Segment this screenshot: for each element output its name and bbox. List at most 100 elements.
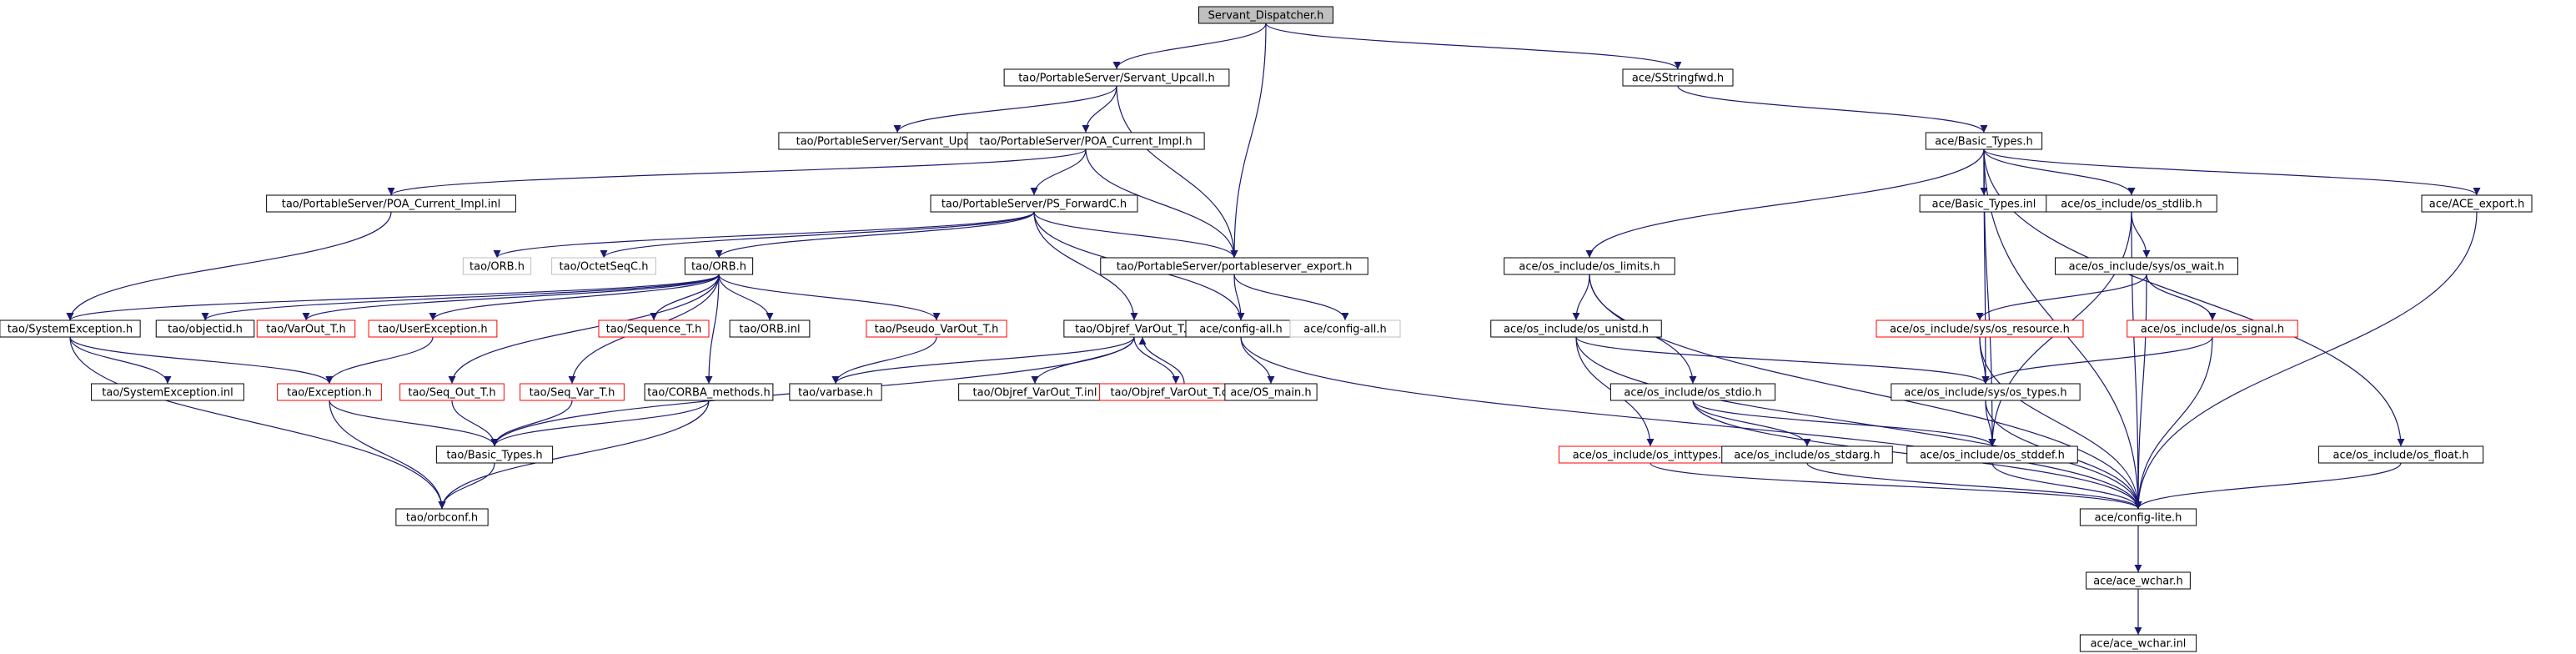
node-os-stddef[interactable]: ace/os_include/os_stddef.h — [1906, 445, 2078, 464]
node-os-sys-resource[interactable]: ace/os_include/sys/os_resource.h — [1876, 319, 2084, 338]
node-box — [266, 194, 516, 213]
include-edge — [600, 211, 1035, 259]
node-ace-wchar-h[interactable]: ace/ace_wchar.h — [2086, 571, 2191, 590]
node-box — [1289, 319, 1401, 338]
node-poa-current-impl-inl[interactable]: tao/PortableServer/POA_Current_Impl.inl — [266, 194, 516, 213]
node-label: ace/ace_wchar.h — [2093, 576, 2183, 588]
include-edge — [1981, 336, 2213, 385]
node-label: ace/config-all.h — [1199, 324, 1283, 336]
node-box — [866, 319, 1007, 338]
node-box — [551, 257, 656, 275]
include-edge — [1240, 336, 1275, 385]
node-os-signal[interactable]: ace/os_include/os_signal.h — [2127, 319, 2298, 338]
node-os-sys-types[interactable]: ace/os_include/sys/os_types.h — [1891, 383, 2081, 401]
node-tao-orb-h[interactable]: tao/ORB.h — [684, 257, 754, 275]
node-box — [1891, 383, 2081, 401]
node-box — [0, 319, 141, 338]
node-box — [1490, 319, 1662, 338]
node-servant-upcall-inl[interactable]: tao/PortableServer/Servant_Upcall.inl — [778, 132, 1017, 150]
include-edge — [1265, 23, 1682, 70]
node-os-sys-wait[interactable]: ace/os_include/sys/os_wait.h — [2055, 257, 2238, 275]
include-edge — [429, 274, 720, 321]
node-pseudo-varout[interactable]: tao/Pseudo_VarOut_T.h — [866, 319, 1007, 338]
node-varbase[interactable]: tao/varbase.h — [789, 383, 882, 401]
node-systemexception-h[interactable]: tao/SystemException.h — [0, 319, 141, 338]
node-label: tao/Objref_VarOut_T.h — [1075, 324, 1193, 336]
node-objref-varout-inl[interactable]: tao/Objref_VarOut_T.inl — [958, 383, 1112, 401]
node-box — [1906, 445, 2078, 464]
include-edge — [2134, 274, 2147, 510]
node-box — [91, 383, 244, 401]
node-ace-basic-types-inl[interactable]: ace/Basic_Types.inl — [1919, 194, 2049, 213]
node-label: tao/Seq_Out_T.h — [408, 387, 495, 400]
node-userexception[interactable]: tao/UserException.h — [368, 319, 498, 338]
node-os-inttypes[interactable]: ace/os_include/os_inttypes.h — [1559, 445, 1742, 464]
node-label: tao/Pseudo_VarOut_T.h — [875, 324, 999, 336]
node-label: tao/PortableServer/POA_Current_Impl.inl — [282, 199, 501, 211]
node-os-stdio[interactable]: ace/os_include/os_stdio.h — [1609, 383, 1776, 401]
node-label: ace/Basic_Types.h — [1935, 136, 2032, 148]
node-systemexception-inl[interactable]: tao/SystemException.inl — [91, 383, 244, 401]
node-config-lite[interactable]: ace/config-lite.h — [2079, 508, 2197, 526]
node-ace-wchar-inl[interactable]: ace/ace_wchar.inl — [2079, 634, 2197, 652]
node-exception-h[interactable]: tao/Exception.h — [277, 383, 382, 401]
include-edge — [1085, 148, 1238, 259]
include-edge — [1806, 462, 2142, 510]
include-edge — [448, 274, 720, 385]
node-label: ace/Basic_Types.inl — [1932, 199, 2036, 211]
node-objectid[interactable]: tao/objectid.h — [155, 319, 255, 338]
node-box — [1622, 68, 1734, 87]
node-servant-upcall-h[interactable]: tao/PortableServer/Servant_Upcall.h — [1003, 68, 1230, 87]
include-edge — [2134, 462, 2402, 510]
include-edge — [831, 336, 937, 385]
include-edge — [69, 336, 334, 385]
node-sstringfwd[interactable]: ace/SStringfwd.h — [1622, 68, 1734, 87]
include-edge — [2131, 211, 2151, 259]
node-os-unistd[interactable]: ace/os_include/os_unistd.h — [1490, 319, 1662, 338]
node-servant-dispatcher[interactable]: Servant_Dispatcher.h — [1198, 6, 1333, 24]
node-ps-forwardc[interactable]: tao/PortableServer/PS_ForwardC.h — [930, 194, 1138, 213]
node-corba-methods[interactable]: tao/CORBA_methods.h — [644, 383, 774, 401]
node-seq-var-t[interactable]: tao/Seq_Var_T.h — [520, 383, 625, 401]
node-portableserver-export[interactable]: tao/PortableServer/portableserver_export… — [1100, 257, 1368, 275]
node-box — [729, 319, 811, 338]
node-orbconf[interactable]: tao/orbconf.h — [395, 508, 489, 526]
include-edge — [1983, 148, 2481, 196]
node-os-stdlib[interactable]: ace/os_include/os_stdlib.h — [2046, 194, 2217, 213]
node-os-limits[interactable]: ace/os_include/os_limits.h — [1504, 257, 1675, 275]
include-edge — [302, 274, 720, 321]
include-edge — [1692, 400, 1811, 447]
include-edge — [387, 148, 1087, 196]
node-box — [1003, 68, 1230, 87]
include-edge — [2146, 274, 2217, 321]
node-label: ace/os_include/os_stdlib.h — [2061, 199, 2202, 211]
node-sequence-t[interactable]: tao/Sequence_T.h — [598, 319, 710, 338]
node-label: tao/ORB.h — [691, 261, 746, 274]
include-edge — [438, 400, 710, 510]
node-box — [277, 383, 382, 401]
node-seq-out-t[interactable]: tao/Seq_Out_T.h — [399, 383, 505, 401]
node-os-stdarg[interactable]: ace/os_include/os_stdarg.h — [1721, 445, 1893, 464]
node-box — [2079, 508, 2197, 526]
node-label: tao/OctetSeqC.h — [560, 261, 649, 274]
include-edge — [1991, 462, 2142, 510]
node-config-all-h[interactable]: ace/config-all.h — [1185, 319, 1297, 338]
node-os-main[interactable]: ace/OS_main.h — [1224, 383, 1318, 401]
node-label: ace/os_include/os_signal.h — [2141, 324, 2284, 336]
node-box — [1504, 257, 1675, 275]
include-edge — [1138, 336, 1185, 385]
include-edge — [329, 400, 446, 510]
node-orb-inl[interactable]: tao/ORB.inl — [729, 319, 811, 338]
node-varout-t[interactable]: tao/VarOut_T.h — [256, 319, 356, 338]
node-poa-current-impl-h[interactable]: tao/PortableServer/POA_Current_Impl.h — [967, 132, 1205, 150]
include-edge — [1589, 274, 2142, 510]
node-box — [399, 383, 505, 401]
node-ace-basic-types-h[interactable]: ace/Basic_Types.h — [1925, 132, 2043, 150]
node-os-float[interactable]: ace/os_include/os_float.h — [2317, 445, 2484, 464]
node-objref-varout-h[interactable]: tao/Objref_VarOut_T.h — [1063, 319, 1205, 338]
node-tao-basic-types[interactable]: tao/Basic_Types.h — [435, 445, 554, 464]
include-edge — [1692, 400, 1996, 447]
node-ace-export[interactable]: ace/ACE_export.h — [2421, 194, 2533, 213]
node-objref-varout-cpp[interactable]: tao/Objref_VarOut_T.cpp — [1099, 383, 1253, 401]
include-edge — [1585, 148, 1985, 259]
